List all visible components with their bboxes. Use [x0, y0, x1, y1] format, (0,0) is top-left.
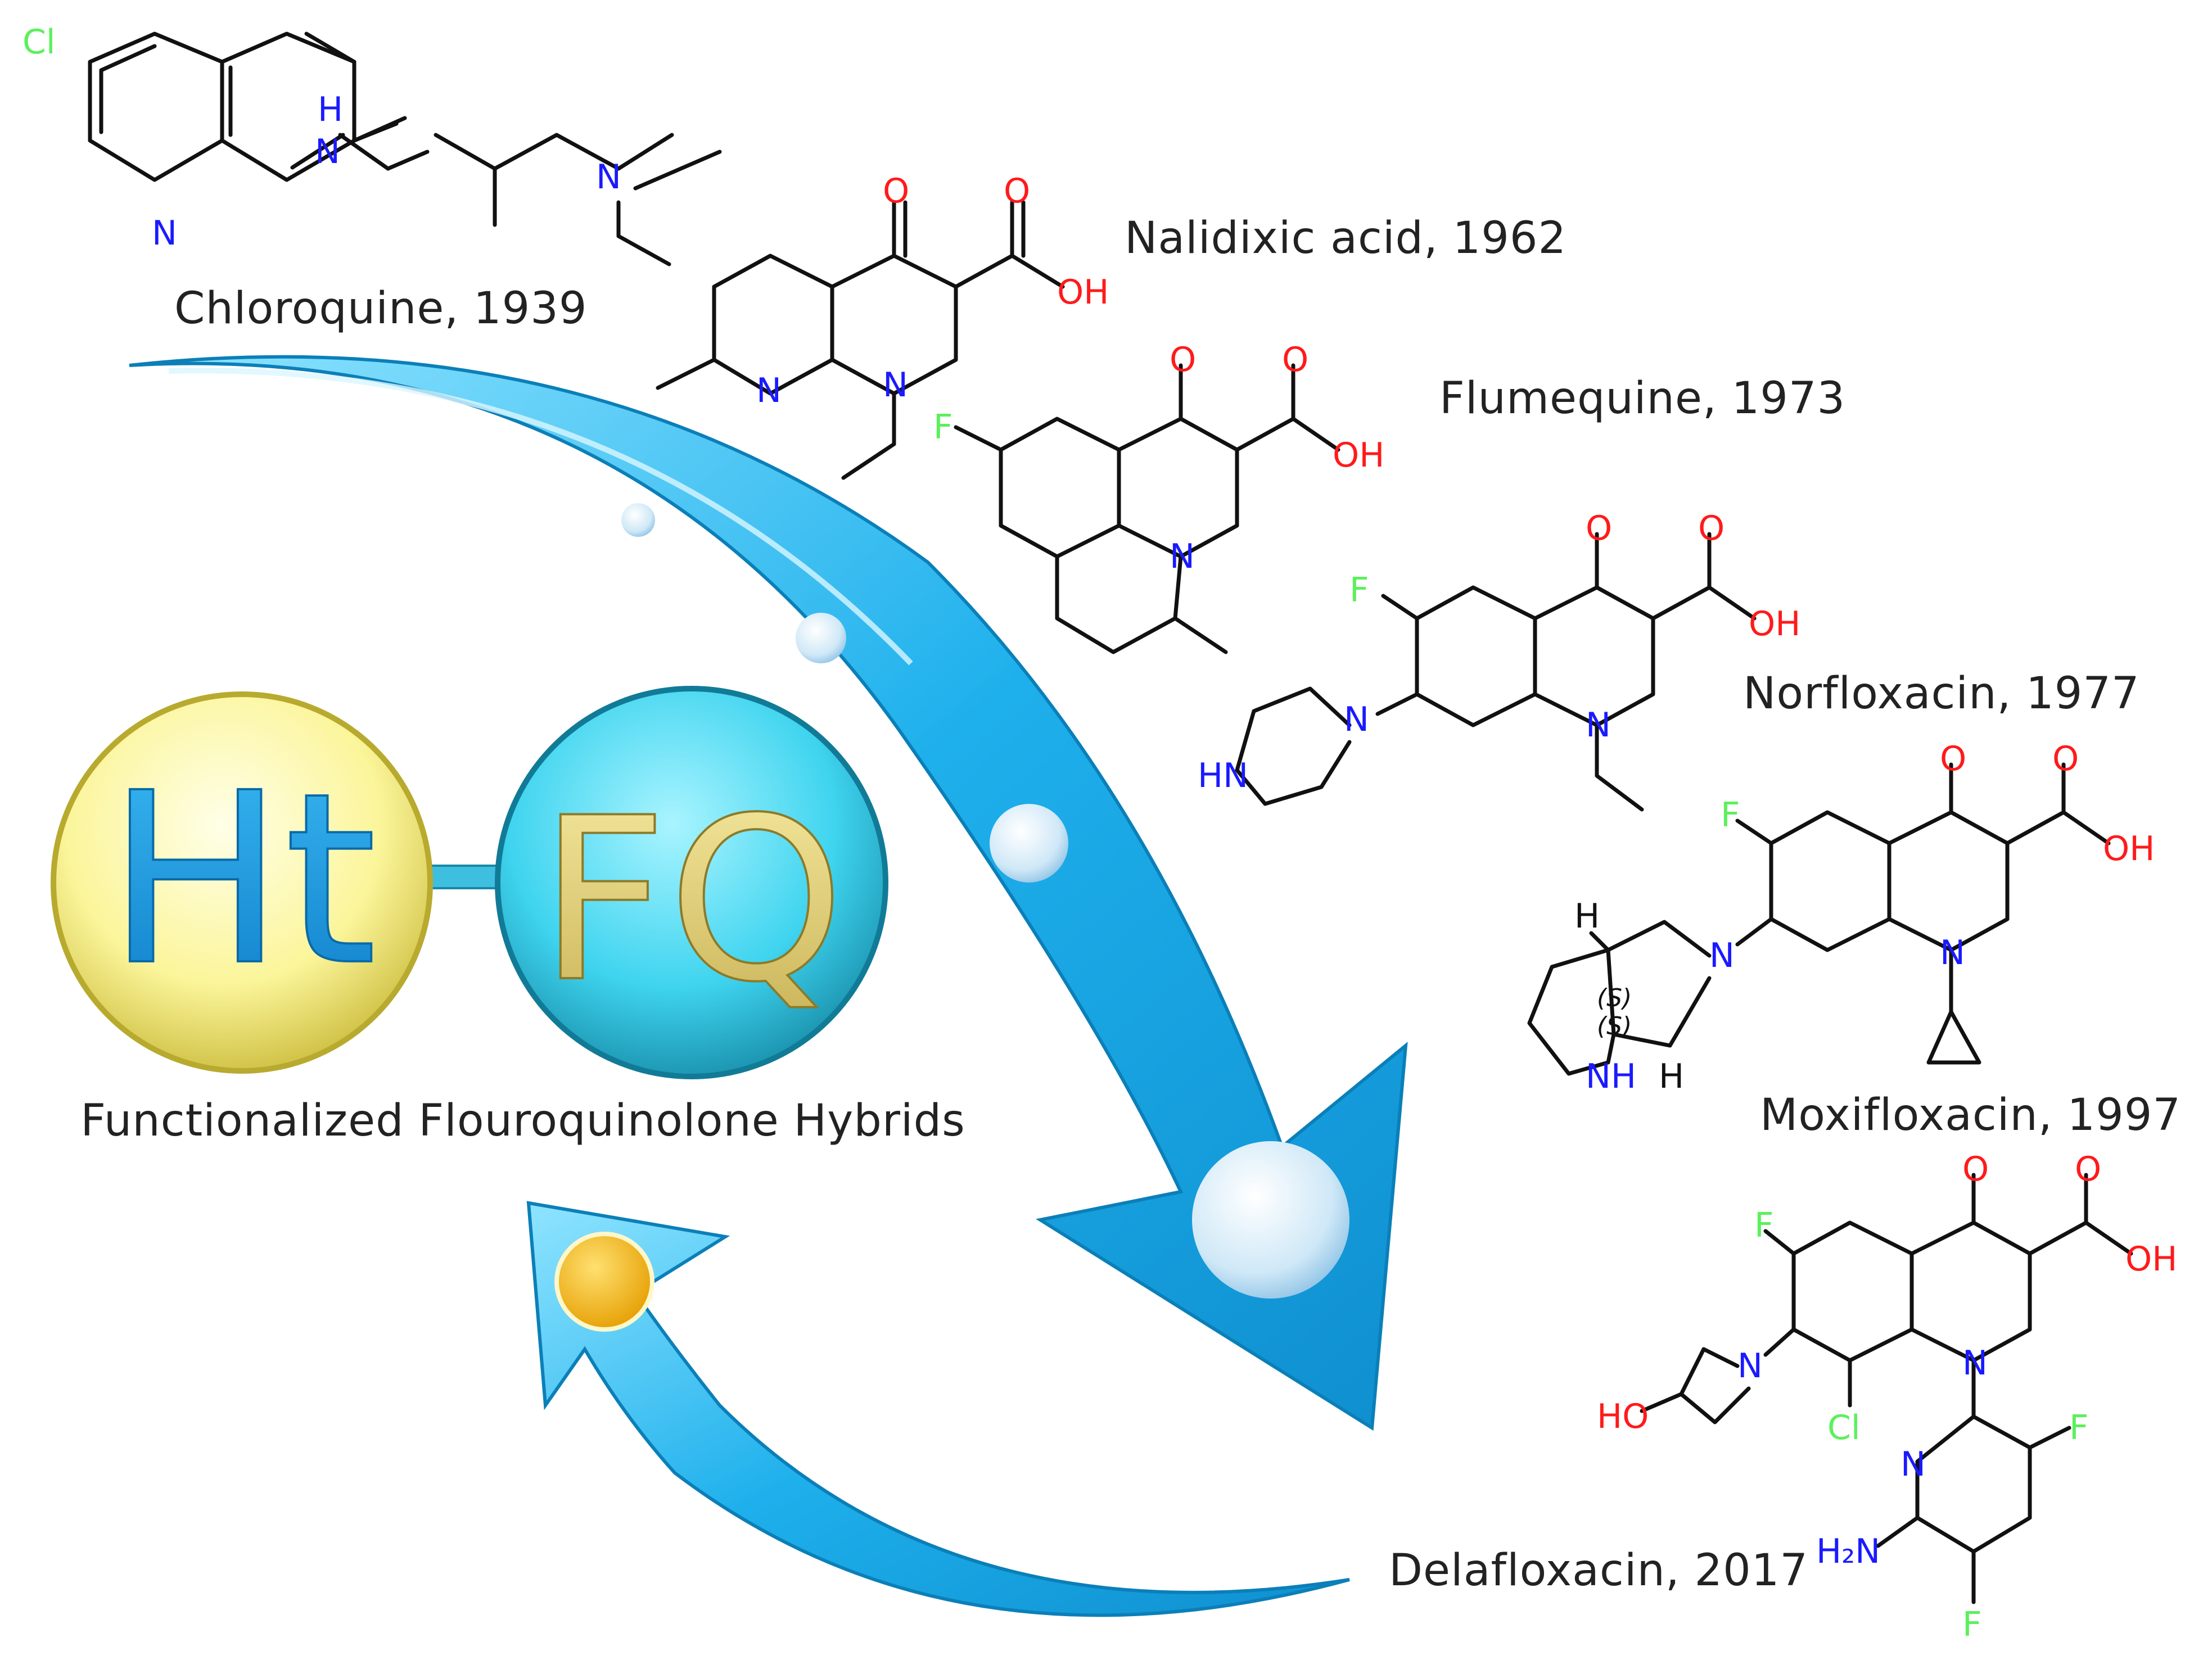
delafloxacin-n2: N — [1962, 1344, 1988, 1383]
norfloxacin-o2: O — [1698, 509, 1725, 548]
delafloxacin-label: Delafloxacin, 2017 — [1389, 1545, 1808, 1596]
delafloxacin-f2: F — [2069, 1408, 2089, 1448]
flumequine-f: F — [933, 408, 953, 447]
flumequine-oh: OH — [1333, 436, 1384, 475]
moxifloxacin-f: F — [1721, 795, 1740, 835]
norfloxacin-f: F — [1349, 571, 1369, 610]
moxifloxacin-o2: O — [2052, 739, 2079, 779]
moxifloxacin-label: Moxifloxacin, 1997 — [1760, 1090, 2181, 1141]
chloroquine-structure: Cl N N H N — [22, 22, 722, 266]
delafloxacin-oh: OH — [2125, 1240, 2177, 1279]
moxifloxacin-h2: H — [1659, 1057, 1684, 1096]
moxifloxacin-oh: OH — [2103, 829, 2155, 869]
chloroquine-cl: Cl — [22, 22, 56, 62]
norfloxacin-structure: F O O OH N N HN — [1198, 509, 1800, 812]
nalidixic-o1: O — [883, 171, 909, 211]
delafloxacin-ho: HO — [1597, 1397, 1649, 1436]
ht-ball — [51, 691, 433, 1074]
nalidixic-structure: O O OH N N — [656, 171, 1109, 480]
return-arrow — [526, 1201, 1350, 1617]
flumequine-label: Flumequine, 1973 — [1439, 373, 1845, 424]
ht-label: Ht — [107, 743, 377, 1017]
moxifloxacin-o1: O — [1940, 739, 1966, 779]
norfloxacin-o1: O — [1586, 509, 1612, 548]
delafloxacin-o1: O — [1962, 1150, 1989, 1189]
flumequine-n: N — [1170, 537, 1195, 576]
moxifloxacin-structure: F O O OH N N NH H H (S) (S) — [1527, 739, 2155, 1096]
hybrid-caption: Functionalized Flouroquinolone Hybrids — [80, 1096, 965, 1146]
norfloxacin-n1: N — [1344, 700, 1369, 739]
delafloxacin-n1: N — [1737, 1346, 1763, 1386]
flumequine-o1: O — [1170, 340, 1196, 379]
delafloxacin-h2n: H₂N — [1816, 1532, 1880, 1571]
delafloxacin-structure: F O O OH N N N Cl HO F F H₂N — [1597, 1150, 2177, 1644]
delafloxacin-f1: F — [1754, 1206, 1774, 1245]
delafloxacin-n3: N — [1900, 1445, 1926, 1484]
flumequine-o2: O — [1282, 340, 1308, 379]
norfloxacin-n2: N — [1586, 705, 1611, 745]
nalidixic-n2: N — [883, 365, 908, 405]
nalidixic-label: Nalidixic acid, 1962 — [1125, 213, 1567, 264]
nalidixic-n1: N — [756, 371, 782, 410]
chloroquine-amine-n: N — [596, 157, 621, 197]
moxifloxacin-s1: (S) — [1597, 984, 1632, 1012]
fq-ball — [495, 686, 888, 1079]
norfloxacin-hn: HN — [1198, 756, 1248, 795]
flumequine-structure: F O O OH N — [933, 340, 1384, 654]
moxifloxacin-n2: N — [1940, 933, 1965, 973]
delafloxacin-o2: O — [2075, 1150, 2101, 1189]
chloroquine-label: Chloroquine, 1939 — [174, 283, 588, 334]
moxifloxacin-nh: NH — [1586, 1057, 1636, 1096]
nalidixic-oh: OH — [1057, 273, 1109, 312]
chloroquine-n: N — [152, 214, 177, 253]
chloroquine-h: H — [318, 90, 343, 129]
delafloxacin-f3: F — [1962, 1605, 1982, 1644]
moxifloxacin-h1: H — [1574, 897, 1600, 936]
delafloxacin-cl: Cl — [1827, 1408, 1861, 1448]
moxifloxacin-s2: (S) — [1597, 1012, 1632, 1041]
chloroquine-nh: N — [315, 132, 340, 171]
arrow-bubbles — [621, 503, 1349, 1299]
fq-label: FQ — [539, 770, 845, 1032]
norfloxacin-label: Norfloxacin, 1977 — [1743, 668, 2140, 719]
moxifloxacin-n1: N — [1709, 936, 1735, 975]
nalidixic-o2: O — [1004, 171, 1030, 211]
big-arrow — [129, 355, 1408, 1431]
gold-dot — [554, 1232, 654, 1332]
norfloxacin-oh: OH — [1749, 604, 1800, 644]
hybrid-graphic: Ht FQ — [51, 686, 888, 1079]
